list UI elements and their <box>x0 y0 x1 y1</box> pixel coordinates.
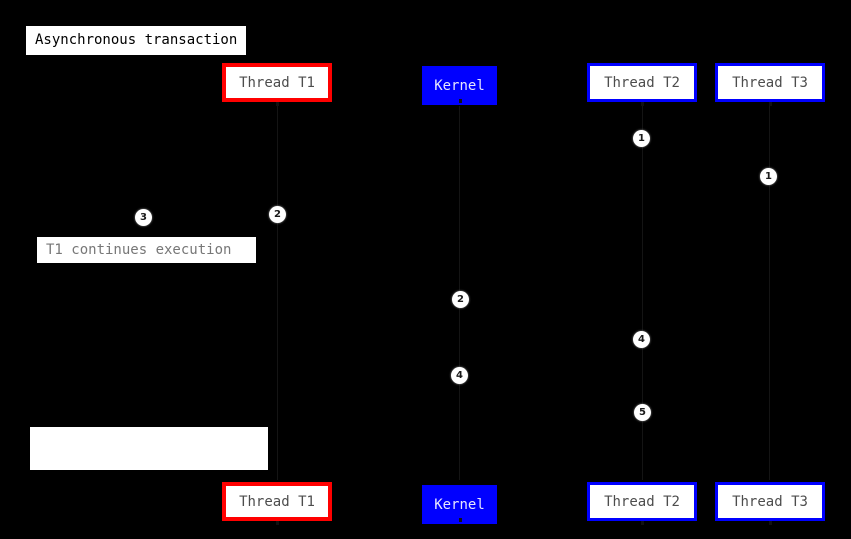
note-box-blank <box>30 427 268 470</box>
diagram-title: Asynchronous transaction <box>26 26 247 55</box>
participant-thread-t3-bottom[interactable]: Thread T3 <box>715 482 825 521</box>
lifeline-stub-kernel <box>458 518 462 522</box>
lifeline-thread-t2 <box>642 106 643 480</box>
sequence-marker-1-thread-t2: 1 <box>633 130 650 147</box>
participant-label: Kernel <box>434 77 485 94</box>
lifeline-stub-thread-t1 <box>276 521 279 525</box>
lifeline-thread-t3 <box>769 106 770 480</box>
lifeline-stub-kernel <box>458 99 462 103</box>
participant-kernel-bottom[interactable]: Kernel <box>422 485 497 524</box>
sequence-marker-2-thread-t1: 2 <box>269 206 286 223</box>
note-box: T1 continues execution <box>36 236 257 264</box>
participant-thread-t2-top[interactable]: Thread T2 <box>587 63 697 102</box>
participant-label: Thread T3 <box>732 493 808 510</box>
note-text: T1 continues execution <box>46 242 232 258</box>
lifeline-stub-thread-t2 <box>641 102 644 106</box>
participant-label: Thread T1 <box>239 74 315 91</box>
participant-label: Thread T2 <box>604 493 680 510</box>
sequence-marker-1-thread-t3: 1 <box>760 168 777 185</box>
participant-thread-t1-top[interactable]: Thread T1 <box>222 63 332 102</box>
lifeline-stub-thread-t3 <box>769 521 772 525</box>
participant-thread-t1-bottom[interactable]: Thread T1 <box>222 482 332 521</box>
sequence-marker-4-kernel: 4 <box>451 367 468 384</box>
sequence-marker-3-thread-t1-note: 3 <box>135 209 152 226</box>
participant-label: Thread T1 <box>239 493 315 510</box>
participant-label: Thread T2 <box>604 74 680 91</box>
lifeline-stub-thread-t2 <box>641 521 644 525</box>
sequence-marker-5-thread-t2: 5 <box>634 404 651 421</box>
participant-thread-t2-bottom[interactable]: Thread T2 <box>587 482 697 521</box>
sequence-marker-2-kernel: 2 <box>452 291 469 308</box>
lifeline-stub-thread-t1 <box>276 102 279 106</box>
lifeline-stub-thread-t3 <box>769 102 772 106</box>
sequence-marker-4-thread-t2: 4 <box>633 331 650 348</box>
participant-kernel-top[interactable]: Kernel <box>422 66 497 105</box>
participant-label: Kernel <box>434 496 485 513</box>
lifeline-thread-t1 <box>277 106 278 480</box>
participant-label: Thread T3 <box>732 74 808 91</box>
participant-thread-t3-top[interactable]: Thread T3 <box>715 63 825 102</box>
